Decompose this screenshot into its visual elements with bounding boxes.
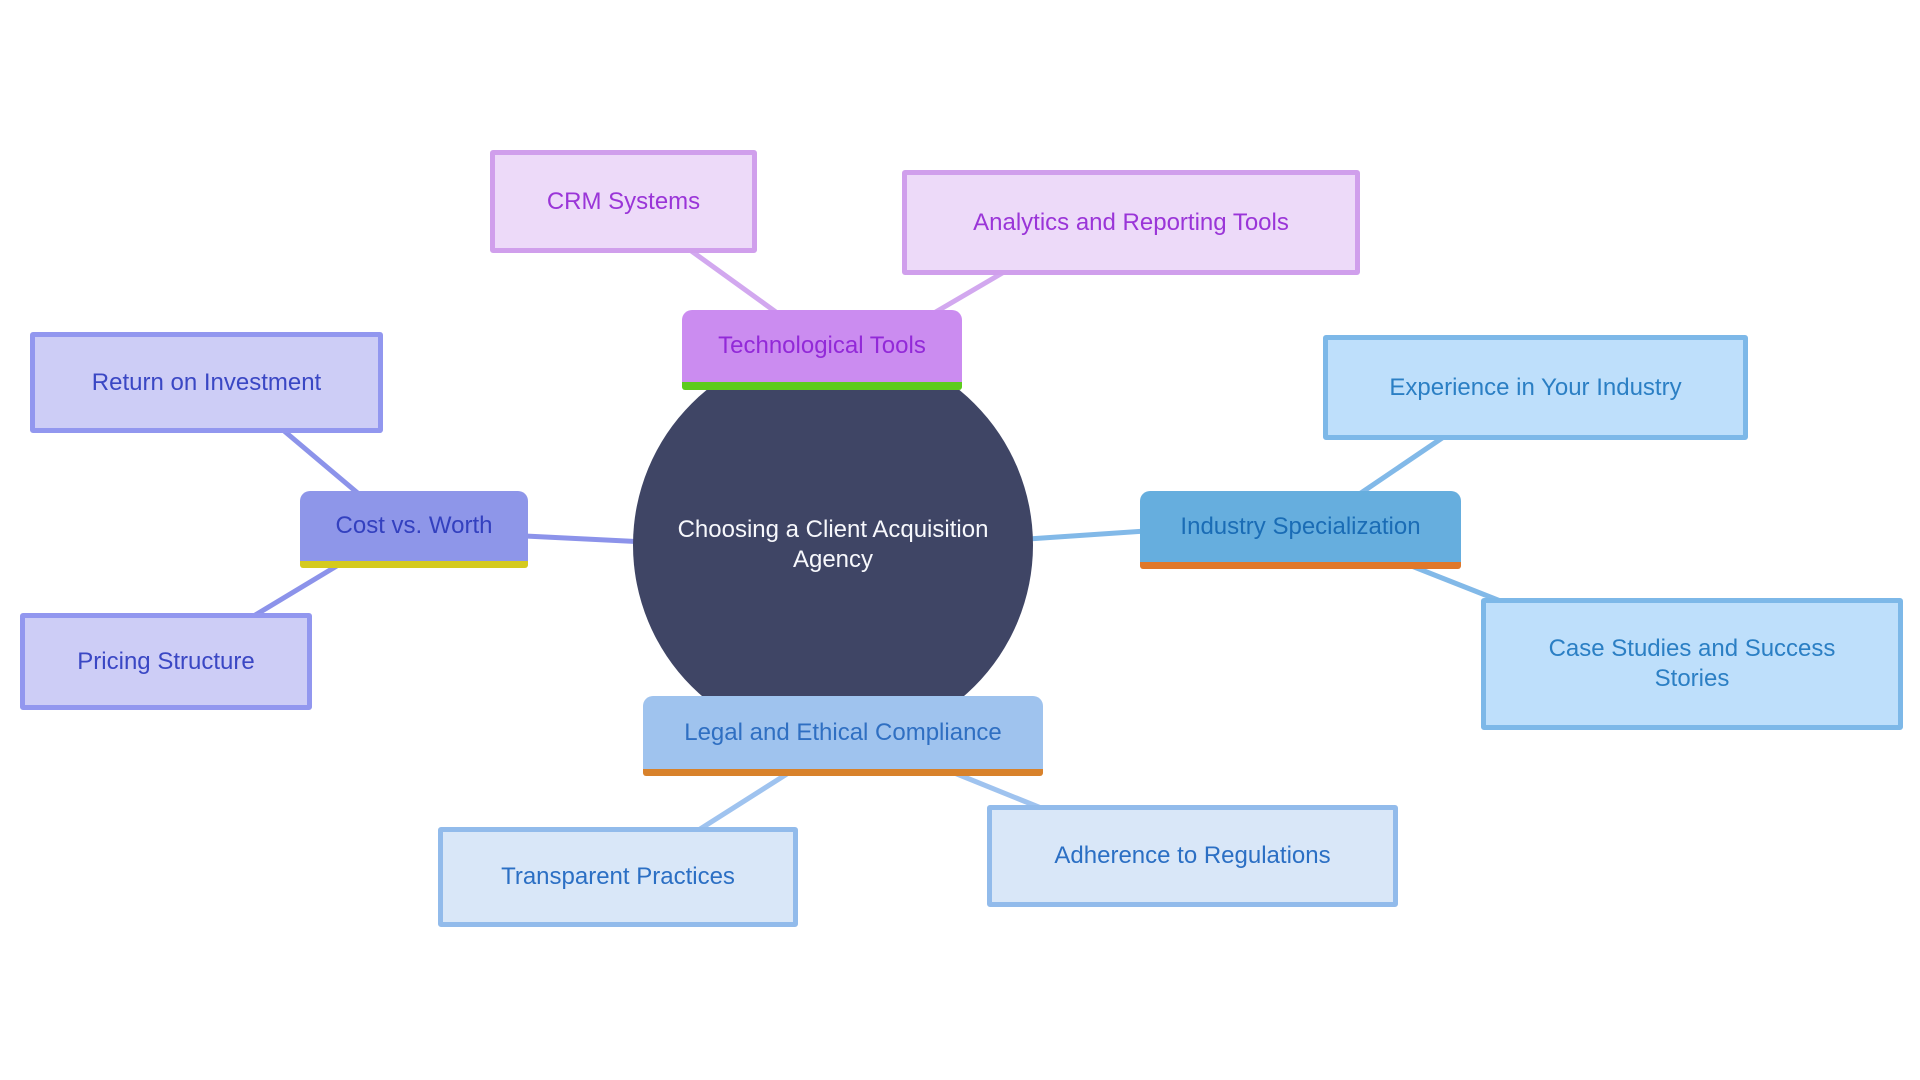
connector-analytics-to-tech	[931, 269, 1007, 316]
child-node-return-on-investment[interactable]: Return on Investment	[30, 332, 383, 433]
child-label-crm-systems: CRM Systems	[546, 187, 701, 215]
central-topic-node[interactable]: Choosing a Client Acquisition Agency	[633, 345, 1033, 745]
child-node-case-studies-success-stories[interactable]: Case Studies and Success Stories	[1481, 598, 1903, 730]
connector-crm-to-tech	[687, 247, 783, 318]
branch-node-industry-specialization[interactable]: Industry Specialization	[1140, 491, 1461, 569]
central-topic-label: Choosing a Client Acquisition Agency	[677, 516, 989, 573]
branch-node-technological-tools[interactable]: Technological Tools	[682, 310, 962, 390]
child-label-experience-in-your-industry: Experience in Your Industry	[1389, 373, 1682, 401]
child-node-adherence-to-regulations[interactable]: Adherence to Regulations	[987, 805, 1398, 907]
connector-center-to-industry	[1025, 528, 1148, 542]
child-label-case-studies-success-stories: Case Studies and Success Stories	[1548, 635, 1836, 692]
child-label-transparent-practices: Transparent Practices	[501, 863, 735, 890]
branch-label-industry-specialization: Industry Specialization	[1180, 512, 1421, 540]
connector-legal-to-adherence	[949, 769, 1049, 813]
child-label-return-on-investment: Return on Investment	[91, 368, 322, 396]
child-label-adherence-to-regulations: Adherence to Regulations	[1054, 842, 1331, 869]
child-node-analytics-reporting-tools[interactable]: Analytics and Reporting Tools	[902, 170, 1360, 275]
child-node-crm-systems[interactable]: CRM Systems	[490, 150, 757, 253]
connector-legal-to-transparent	[694, 769, 793, 834]
branch-label-legal-ethical-compliance: Legal and Ethical Compliance	[684, 718, 1002, 746]
branch-label-technological-tools: Technological Tools	[718, 332, 926, 359]
connector-roi-to-cost	[280, 427, 363, 498]
connector-cost-to-pricing	[249, 561, 343, 620]
child-node-pricing-structure[interactable]: Pricing Structure	[20, 613, 312, 710]
child-label-analytics-reporting-tools: Analytics and Reporting Tools	[973, 208, 1289, 236]
connector-cost-to-center	[522, 533, 648, 545]
branch-label-cost-vs-worth: Cost vs. Worth	[335, 512, 493, 539]
child-node-transparent-practices[interactable]: Transparent Practices	[438, 827, 798, 927]
child-node-experience-in-your-industry[interactable]: Experience in Your Industry	[1323, 335, 1748, 440]
connector-industry-to-case	[1401, 560, 1511, 607]
branch-node-cost-vs-worth[interactable]: Cost vs. Worth	[300, 491, 528, 568]
connector-experience-to-industry	[1355, 431, 1451, 498]
child-label-pricing-structure: Pricing Structure	[77, 647, 255, 675]
branch-node-legal-ethical-compliance[interactable]: Legal and Ethical Compliance	[643, 696, 1043, 776]
